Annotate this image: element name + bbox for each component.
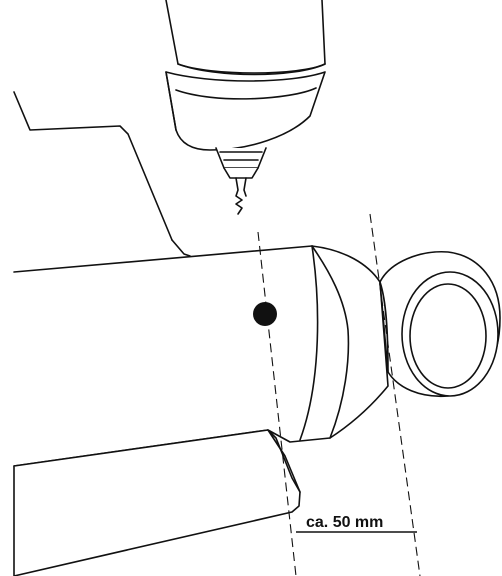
drill-mark-dot bbox=[253, 302, 277, 326]
drill-axis-dashed-line bbox=[257, 231, 297, 576]
edge-dashed-line bbox=[369, 213, 421, 576]
drill bbox=[165, 0, 326, 215]
frame-bracket bbox=[13, 91, 191, 257]
end-cap bbox=[267, 245, 389, 443]
dimension-annotation: ca. 50 mm bbox=[296, 514, 417, 533]
end-ring bbox=[379, 251, 501, 398]
dimension-label: ca. 50 mm bbox=[306, 514, 383, 531]
lower-bracket bbox=[13, 429, 301, 576]
